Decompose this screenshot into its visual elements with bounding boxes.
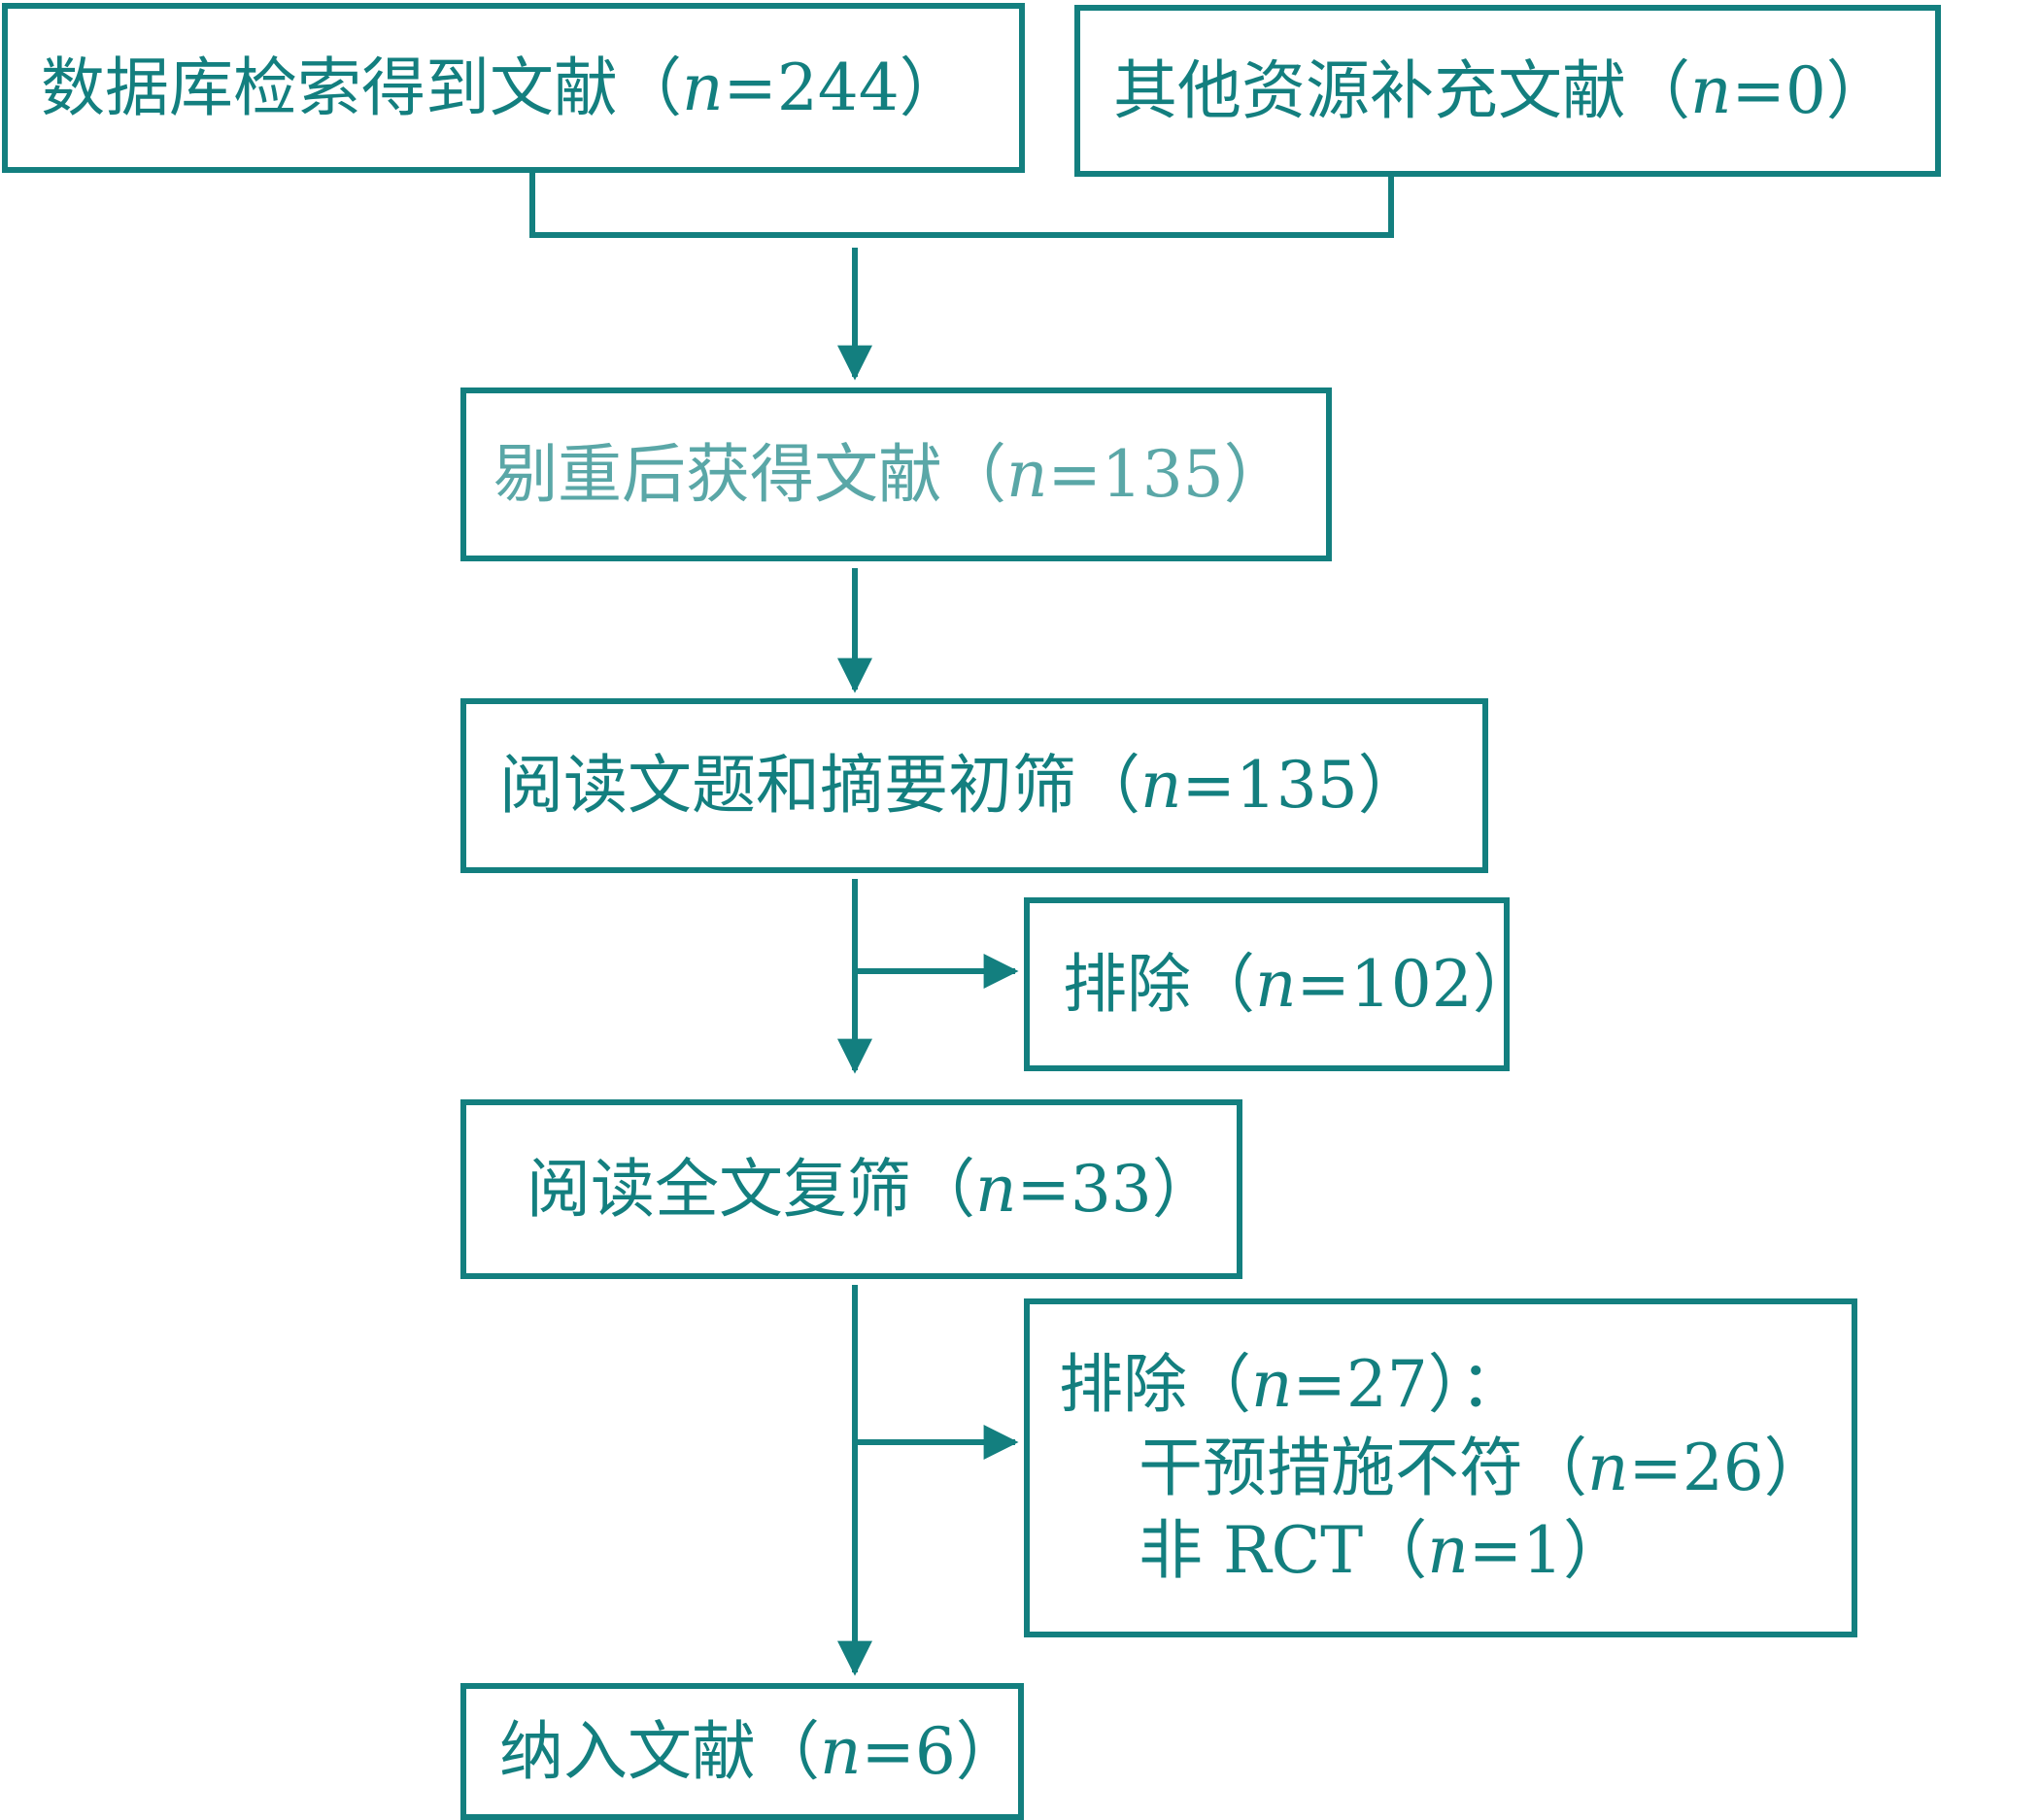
included-studies-text: 纳入文献（n=6） [499,1710,1020,1794]
second-exclusion-reason-1-value: =26） [1628,1430,1828,1505]
other-sources-value: =0） [1731,52,1890,128]
second-exclusion-header-n-symbol: n [1251,1346,1293,1422]
title-abstract-screening-label: 阅读文题和摘要初筛（ [499,748,1140,824]
second-exclusion-reason-1-n-symbol: n [1587,1430,1629,1505]
database-search-value: =244） [723,50,964,125]
full-text-screening-value: =33） [1016,1151,1216,1227]
title-abstract-screening-box: 阅读文题和摘要初筛（n=135） [460,698,1488,873]
other-sources-label: 其他资源补充文献（ [1113,52,1690,128]
full-text-screening-label: 阅读全文复筛（ [527,1151,975,1227]
first-exclusion-box: 排除（n=102） [1024,897,1537,1071]
first-exclusion-label: 排除（ [1063,946,1255,1022]
deduplicated-records-n-symbol: n [1006,436,1048,512]
second-exclusion-header-label: 排除（ [1059,1346,1251,1422]
full-text-screening-n-symbol: n [975,1151,1017,1227]
other-sources-text: 其他资源补充文献（n=0） [1113,50,1890,133]
second-exclusion-reason-1: 干预措施不符（n=26） [1059,1427,1828,1510]
second-exclusion-reason-2-value: =1） [1468,1513,1628,1589]
second-exclusion-box: 排除（n=27）： 干预措施不符（n=26） 非 RCT（n=1） [1024,1298,1857,1637]
second-exclusion-reason-2-n-symbol: n [1427,1513,1469,1589]
merge-connector-line [529,170,1394,238]
first-exclusion-value: =102） [1296,946,1537,1022]
database-search-text: 数据库检索得到文献（n=244） [41,47,964,130]
title-abstract-screening-text: 阅读文题和摘要初筛（n=135） [499,744,1422,827]
included-studies-n-symbol: n [820,1713,862,1789]
second-exclusion-reason-2-label: 非 RCT（ [1139,1513,1428,1589]
database-search-box: 数据库检索得到文献（n=244） [2,3,1025,173]
deduplicated-records-value: =135） [1047,436,1288,512]
title-abstract-screening-value: =135） [1181,748,1422,824]
included-studies-value: =6） [861,1713,1020,1789]
full-text-screening-text: 阅读全文复筛（n=33） [527,1148,1216,1231]
included-studies-label: 纳入文献（ [499,1713,820,1789]
second-exclusion-header: 排除（n=27）： [1059,1343,1524,1427]
second-exclusion-header-value: =27）： [1292,1346,1524,1422]
second-exclusion-reason-1-label: 干预措施不符（ [1139,1430,1587,1505]
database-search-label: 数据库检索得到文献（ [41,50,682,125]
second-exclusion-reason-2: 非 RCT（n=1） [1059,1509,1627,1593]
included-studies-box: 纳入文献（n=6） [460,1683,1024,1820]
first-exclusion-text: 排除（n=102） [1063,943,1537,1027]
other-sources-n-symbol: n [1690,52,1732,128]
other-sources-box: 其他资源补充文献（n=0） [1074,5,1941,177]
full-text-screening-box: 阅读全文复筛（n=33） [460,1099,1242,1279]
title-abstract-screening-n-symbol: n [1140,748,1182,824]
first-exclusion-n-symbol: n [1255,946,1297,1022]
deduplicated-records-label: 剔重后获得文献（ [493,436,1006,512]
deduplicated-records-text: 剔重后获得文献（n=135） [493,433,1288,517]
deduplicated-records-box: 剔重后获得文献（n=135） [460,388,1332,561]
database-search-n-symbol: n [682,50,724,125]
